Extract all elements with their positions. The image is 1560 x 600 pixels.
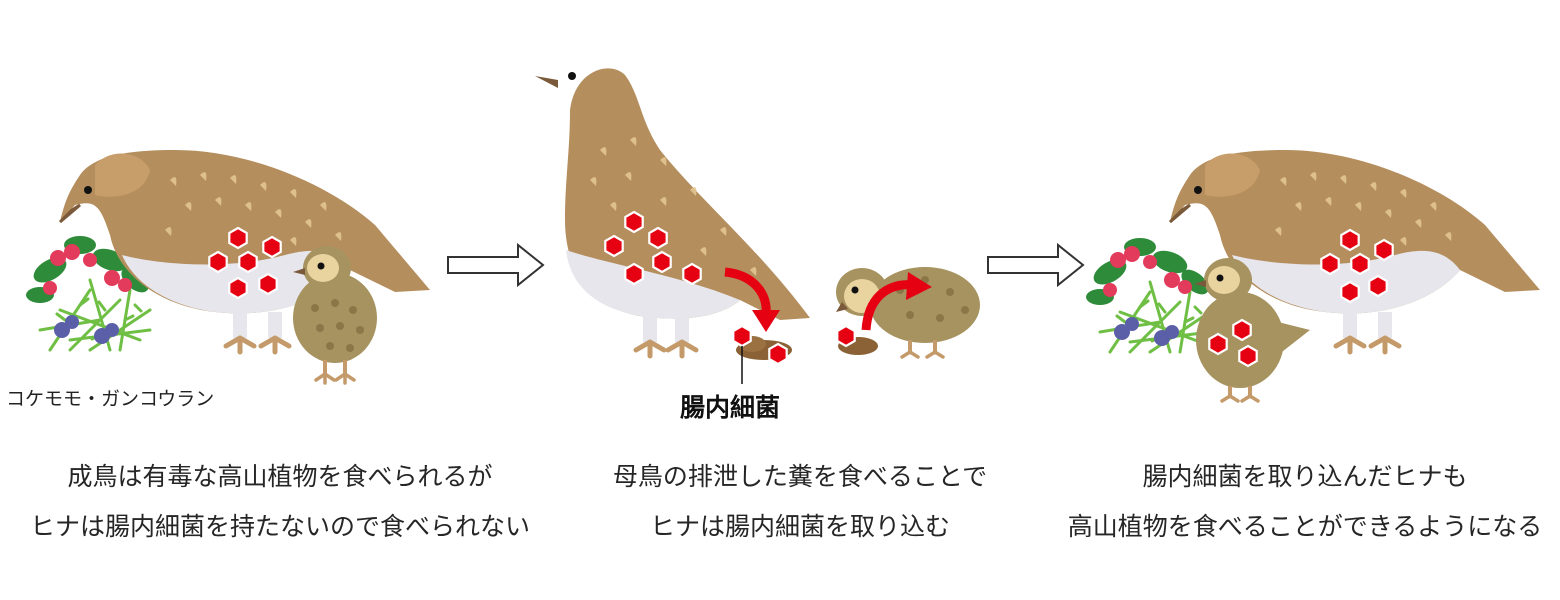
caption-panel-2: 母鳥の排泄した糞を食べることで ヒナは腸内細菌を取り込む <box>545 452 1055 552</box>
plant-label: コケモモ・ガンコウラン <box>6 388 215 410</box>
red-arrow-down-icon <box>724 267 771 316</box>
dropping-icon <box>732 324 792 366</box>
chick-with-bacteria-icon <box>1194 258 1310 403</box>
dropping-chick-icon <box>836 324 878 355</box>
caption-line: 成鳥は有毒な高山植物を食べられるが <box>67 462 493 491</box>
caption-line: 腸内細菌を取り込んだヒナも <box>1142 462 1468 491</box>
panel-3 <box>1084 150 1540 403</box>
red-arrow-up-icon <box>861 280 916 331</box>
caption-panel-3: 腸内細菌を取り込んだヒナも 高山植物を食べることができるようになる <box>1050 452 1560 552</box>
mother-bird-icon <box>565 68 810 320</box>
process-arrow-icon <box>447 244 544 286</box>
caption-line: ヒナは腸内細菌を持たないので食べられない <box>29 512 530 541</box>
panel-2 <box>535 68 980 384</box>
berry-plant-icon <box>1084 236 1215 354</box>
process-arrow-icon <box>987 244 1084 286</box>
caption-line: 母鳥の排泄した糞を食べることで <box>612 462 988 491</box>
bacteria-label: 腸内細菌 <box>680 393 781 422</box>
panel-1 <box>24 150 430 385</box>
caption-panel-1: 成鳥は有毒な高山植物を食べられるが ヒナは腸内細菌を持たないので食べられない <box>0 452 560 552</box>
caption-line: 高山植物を食べることができるようになる <box>1067 512 1543 541</box>
caption-line: ヒナは腸内細菌を取り込む <box>649 512 950 541</box>
